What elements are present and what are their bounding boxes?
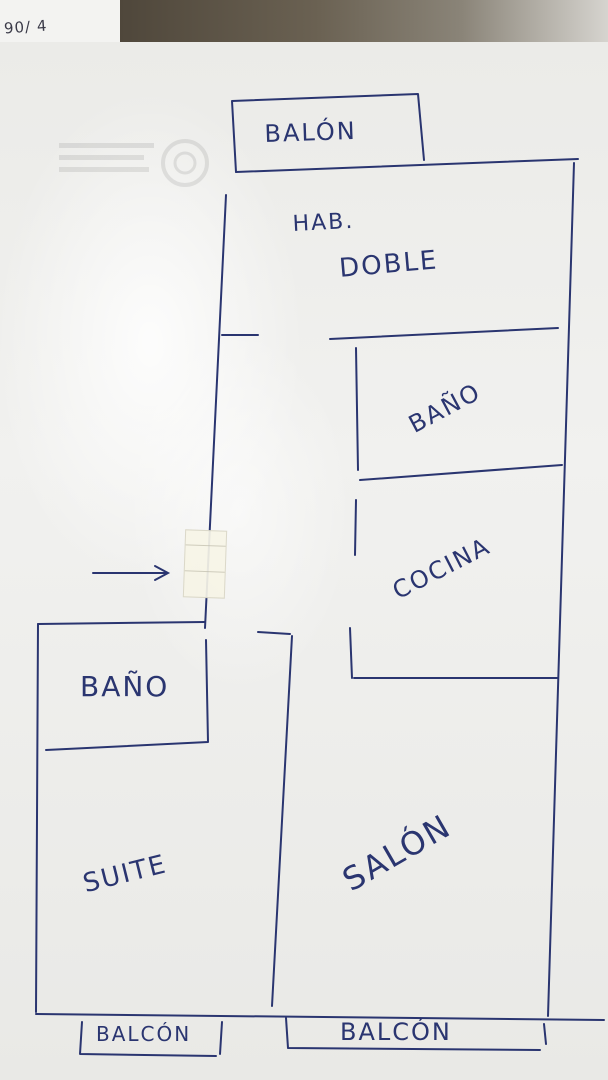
faded-logo bbox=[59, 139, 209, 187]
wall-corridor-stub bbox=[257, 631, 291, 635]
background-sheet: 90/ 4 bbox=[0, 0, 121, 42]
wall-top-balcony bbox=[231, 93, 425, 173]
wall-top-outer bbox=[235, 158, 579, 173]
wall-left-outer bbox=[35, 623, 39, 1013]
wall-cocina-left bbox=[354, 499, 357, 556]
wall-balcony-bottom-right bbox=[285, 1017, 547, 1051]
background-surface bbox=[120, 0, 608, 42]
label-bano-left: BAÑO bbox=[80, 670, 170, 703]
wall-left-block-top bbox=[37, 621, 206, 625]
label-hab-line1: HAB. bbox=[292, 208, 355, 237]
label-balcon-top: BALÓN bbox=[264, 116, 358, 148]
wall-bano-left bbox=[355, 347, 359, 471]
label-balcon-bottom-right: BALCÓN bbox=[340, 1018, 452, 1046]
wall-right-outer bbox=[547, 162, 575, 1017]
label-balcon-bottom-left: BALCÓN bbox=[96, 1022, 192, 1046]
tape-strip bbox=[182, 529, 228, 599]
entry-arrow-icon bbox=[92, 565, 171, 581]
wall-bano-bottom bbox=[359, 464, 563, 481]
paper-sheet bbox=[0, 42, 608, 1080]
wall-bano-left-bottom bbox=[45, 639, 209, 751]
wall-suite-salon bbox=[271, 635, 293, 1007]
wall-bottom-outer bbox=[35, 1013, 605, 1021]
wall-cocina-left-lower bbox=[349, 627, 353, 679]
wall-balcony-bottom-left bbox=[79, 1021, 223, 1057]
wall-hab-doble-bottom bbox=[329, 327, 559, 340]
